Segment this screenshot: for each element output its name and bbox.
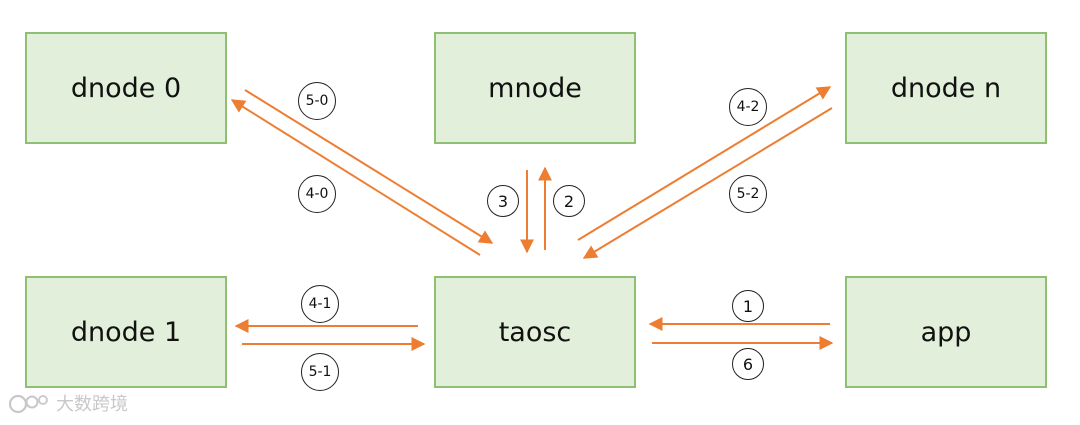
node-label: app [920,316,972,348]
arrow-4-2-taosc-to-dnoden [577,86,832,241]
node-label: dnode 1 [70,316,182,348]
step-4-0-marker: 4-0 [298,175,336,213]
watermark-text: 大数跨境 [56,394,128,415]
node-label: mnode [488,72,582,104]
node-label: dnode n [890,72,1002,104]
node-dnode-n: dnode n [845,32,1047,144]
node-dnode-0: dnode 0 [25,32,227,144]
step-4-1-label: 4-1 [308,296,332,312]
step-5-0-marker: 5-0 [298,82,336,120]
step-3-label: 3 [497,191,509,211]
step-1-marker: 1 [732,290,764,322]
step-5-2-label: 5-2 [736,186,760,202]
watermark-logo-icon [8,394,48,414]
step-4-2-label: 4-2 [736,99,760,115]
arrow-5-2-dnoden-to-taosc [582,107,833,259]
watermark: 大数跨境 [8,390,128,416]
step-5-2-marker: 5-2 [729,175,767,213]
node-label: taosc [498,316,572,348]
node-taosc: taosc [434,276,636,388]
step-2-marker: 2 [553,185,585,217]
node-label: dnode 0 [70,72,182,104]
step-2-label: 2 [563,191,575,211]
node-app: app [845,276,1047,388]
node-mnode: mnode [434,32,636,144]
step-5-0-label: 5-0 [305,93,329,109]
step-1-label: 1 [742,296,754,316]
step-4-0-label: 4-0 [305,186,329,202]
arrow-4-0-taosc-to-dnode0 [230,99,481,256]
step-3-marker: 3 [487,185,519,217]
step-4-2-marker: 4-2 [729,88,767,126]
step-6-label: 6 [742,354,754,374]
arrow-5-0-dnode0-to-taosc [244,89,494,244]
step-6-marker: 6 [732,348,764,380]
node-dnode-1: dnode 1 [25,276,227,388]
step-5-1-marker: 5-1 [301,353,339,391]
step-5-1-label: 5-1 [308,364,332,380]
step-4-1-marker: 4-1 [301,285,339,323]
